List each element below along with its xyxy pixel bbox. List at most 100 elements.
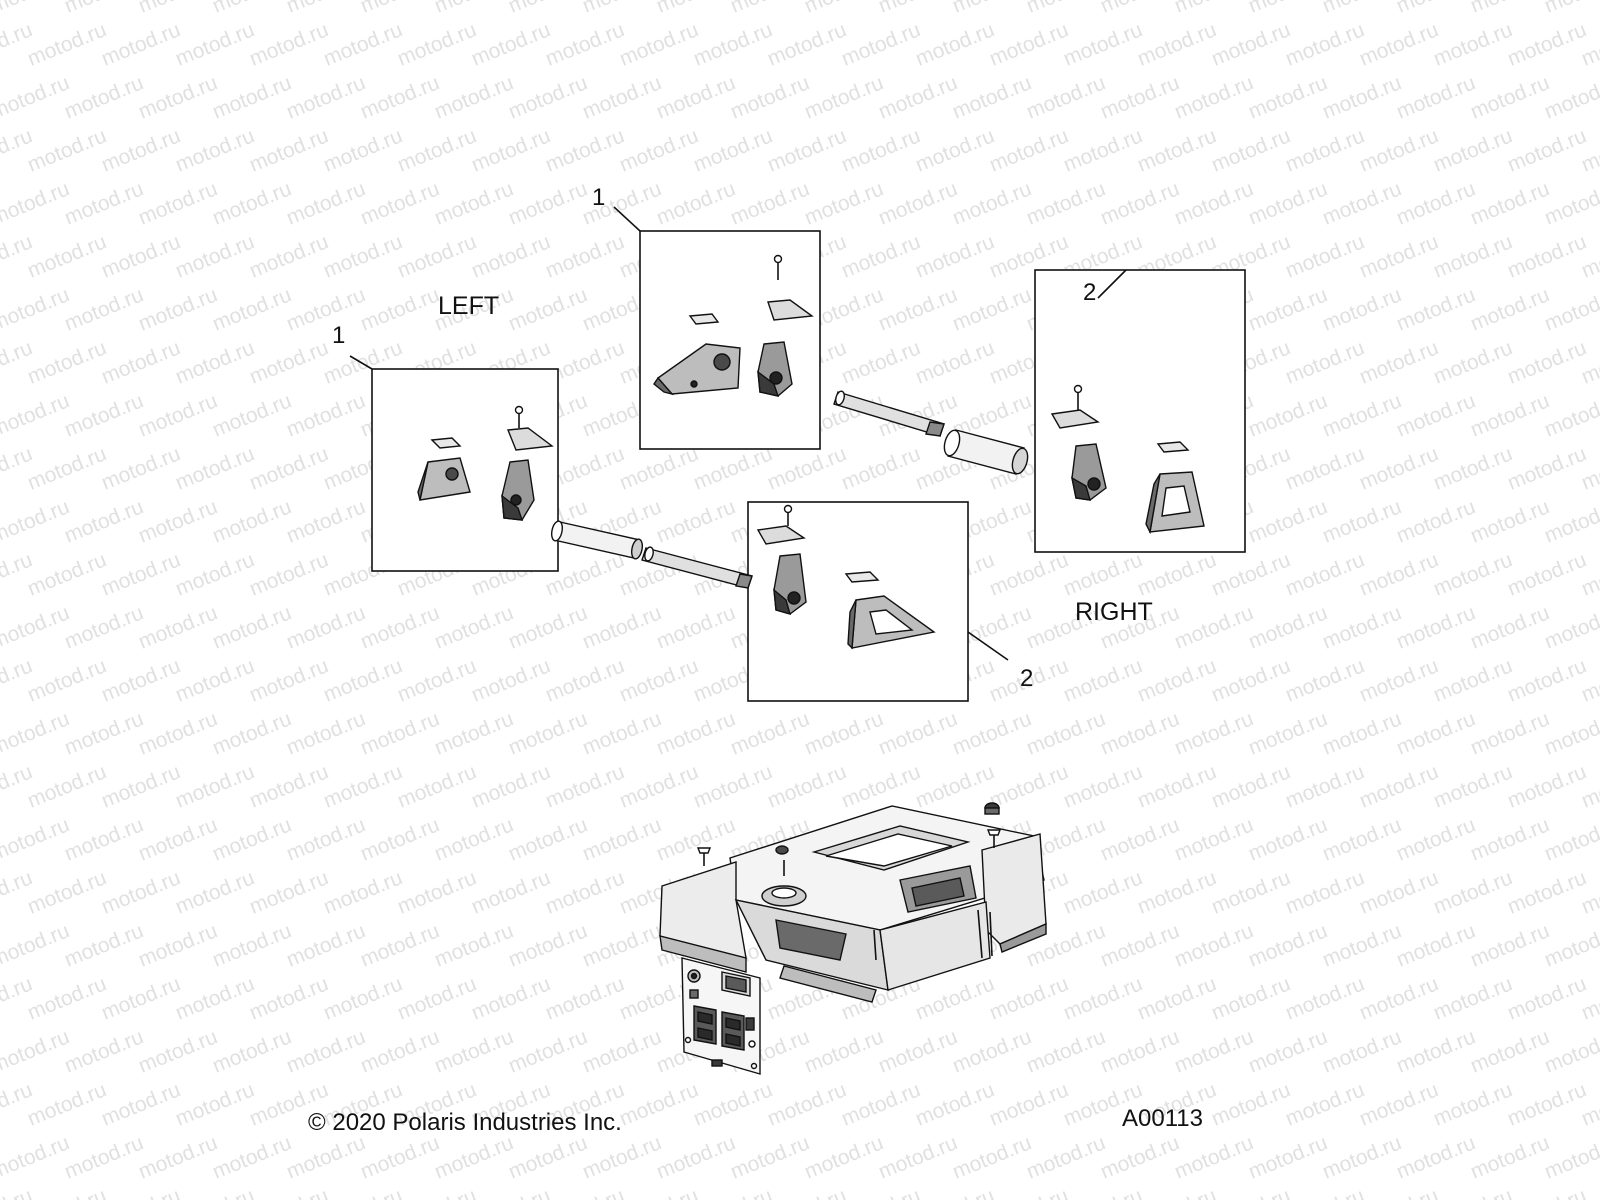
watermark-text: motod.ru <box>1467 283 1552 335</box>
watermark-text: motod.ru <box>1282 442 1367 494</box>
watermark-text: motod.ru <box>24 654 109 706</box>
watermark-text: motod.ru <box>246 1184 331 1200</box>
watermark-text: motod.ru <box>1208 548 1293 600</box>
watermark-text: motod.ru <box>1393 601 1478 653</box>
watermark-text: motod.ru <box>209 177 294 229</box>
watermark-text: motod.ru <box>1245 1131 1330 1183</box>
watermark-text: motod.ru <box>616 442 701 494</box>
watermark-text: motod.ru <box>1171 177 1256 229</box>
watermark-text: motod.ru <box>209 601 294 653</box>
watermark-text: motod.ru <box>579 1131 664 1183</box>
watermark-text: motod.ru <box>98 336 183 388</box>
right-shaft <box>833 390 945 437</box>
watermark-text: motod.ru <box>24 230 109 282</box>
watermark-text: motod.ru <box>764 1078 849 1130</box>
watermark-text: motod.ru <box>1356 18 1441 70</box>
watermark-text: motod.ru <box>875 1131 960 1183</box>
figure-id: A00113 <box>1122 1105 1203 1132</box>
watermark-text: motod.ru <box>468 18 553 70</box>
watermark-text: motod.ru <box>727 71 812 123</box>
watermark-text: motod.ru <box>172 336 257 388</box>
watermark-text: motod.ru <box>0 0 73 18</box>
watermark-text: motod.ru <box>431 813 516 865</box>
watermark-text: motod.ru <box>912 760 997 812</box>
watermark-text: motod.ru <box>838 230 923 282</box>
watermark-text: motod.ru <box>1171 707 1256 759</box>
watermark-text: motod.ru <box>764 18 849 70</box>
watermark-text: motod.ru <box>1504 18 1589 70</box>
watermark-text: motod.ru <box>1356 336 1441 388</box>
watermark-text: motod.ru <box>1356 1184 1441 1200</box>
watermark-text: motod.ru <box>1393 0 1478 18</box>
watermark-text: motod.ru <box>1245 601 1330 653</box>
watermark-text: motod.ru <box>0 919 73 971</box>
watermark-text: motod.ru <box>838 442 923 494</box>
watermark-text: motod.ru <box>394 760 479 812</box>
watermark-text: motod.ru <box>949 707 1034 759</box>
watermark-text: motod.ru <box>1282 336 1367 388</box>
watermark-text: motod.ru <box>838 336 923 388</box>
watermark-text: motod.ru <box>246 654 331 706</box>
watermark-text: motod.ru <box>1208 760 1293 812</box>
watermark-text: motod.ru <box>1208 18 1293 70</box>
watermark-text: motod.ru <box>1134 866 1219 918</box>
watermark-text: motod.ru <box>172 124 257 176</box>
watermark-text: motod.ru <box>505 177 590 229</box>
watermark-text: motod.ru <box>246 548 331 600</box>
watermark-text: motod.ru <box>0 1025 73 1077</box>
watermark-text: motod.ru <box>1208 1184 1293 1200</box>
watermark-text: motod.ru <box>1393 707 1478 759</box>
watermark-text: motod.ru <box>1393 283 1478 335</box>
watermark-text: motod.ru <box>98 866 183 918</box>
kit-box-left-front <box>371 368 559 572</box>
watermark-text: motod.ru <box>986 124 1071 176</box>
watermark-text: motod.ru <box>1060 760 1145 812</box>
watermark-text: motod.ru <box>1023 1025 1108 1077</box>
watermark-text: motod.ru <box>949 1025 1034 1077</box>
watermark-text: motod.ru <box>24 548 109 600</box>
watermark-text: motod.ru <box>875 707 960 759</box>
copyright-text: © 2020 Polaris Industries Inc. <box>308 1109 622 1136</box>
watermark-text: motod.ru <box>1319 389 1404 441</box>
watermark-text: motod.ru <box>357 919 442 971</box>
watermark-text: motod.ru <box>24 442 109 494</box>
watermark-text: motod.ru <box>1134 972 1219 1024</box>
watermark-text: motod.ru <box>579 0 664 18</box>
watermark-text: motod.ru <box>246 866 331 918</box>
watermark-text: motod.ru <box>357 601 442 653</box>
watermark-text: motod.ru <box>394 124 479 176</box>
watermark-text: motod.ru <box>653 813 738 865</box>
watermark-text: motod.ru <box>912 230 997 282</box>
watermark-text: motod.ru <box>98 654 183 706</box>
watermark-text: motod.ru <box>61 1025 146 1077</box>
watermark-text: motod.ru <box>431 177 516 229</box>
pad-part <box>1156 441 1190 453</box>
watermark-text: motod.ru <box>1319 495 1404 547</box>
watermark-text: motod.ru <box>505 919 590 971</box>
watermark-text: motod.ru <box>135 707 220 759</box>
callout-2-right-front: 2 <box>1020 665 1033 692</box>
watermark-text: motod.ru <box>24 972 109 1024</box>
watermark-text: motod.ru <box>61 707 146 759</box>
watermark-text: motod.ru <box>1430 230 1515 282</box>
watermark-text: motod.ru <box>0 1131 73 1183</box>
watermark-text: motod.ru <box>653 1131 738 1183</box>
watermark-text: motod.ru <box>875 0 960 18</box>
watermark-text: motod.ru <box>320 18 405 70</box>
watermark-text: motod.ru <box>912 18 997 70</box>
watermark-text: motod.ru <box>1134 548 1219 600</box>
watermark-text: motod.ru <box>653 177 738 229</box>
watermark-text: motod.ru <box>61 813 146 865</box>
side-label-right: RIGHT <box>1075 598 1153 626</box>
watermark-text: motod.ru <box>1245 177 1330 229</box>
watermark-text: motod.ru <box>1541 283 1600 335</box>
watermark-text: motod.ru <box>283 283 368 335</box>
watermark-text: motod.ru <box>172 972 257 1024</box>
watermark-text: motod.ru <box>690 442 775 494</box>
watermark-text: motod.ru <box>135 1131 220 1183</box>
watermark-text: motod.ru <box>283 177 368 229</box>
watermark-text: motod.ru <box>986 1184 1071 1200</box>
watermark-text: motod.ru <box>320 972 405 1024</box>
watermark-text: motod.ru <box>61 601 146 653</box>
watermark-text: motod.ru <box>61 177 146 229</box>
